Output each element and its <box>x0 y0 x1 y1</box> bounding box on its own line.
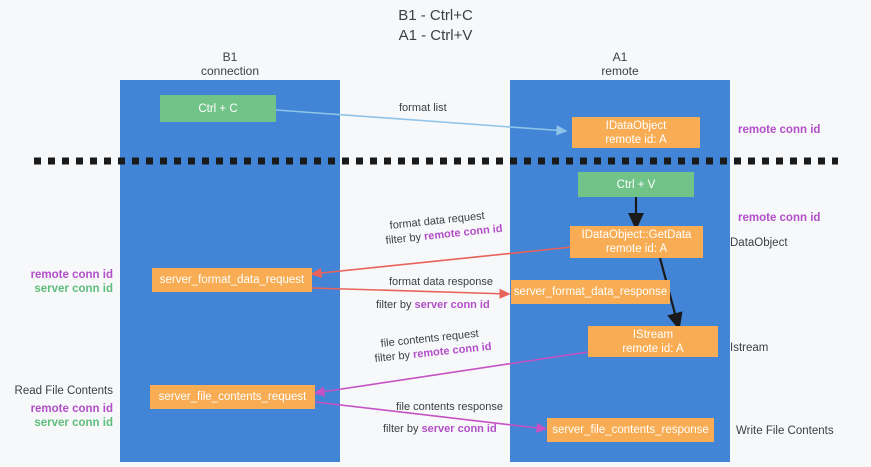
column-header-b1-sub: connection <box>200 64 260 78</box>
node-getdata-line2: remote id: A <box>605 243 668 255</box>
column-header-b1: B1 connection <box>120 50 340 78</box>
edge-label-file-contents-response-filter: filter by server conn id <box>383 422 497 436</box>
filter-prefix: filter by <box>383 423 422 435</box>
node-server-format-data-response[interactable]: server_format_data_response <box>511 280 670 304</box>
annotation-left-server-conn-id-2: server conn id <box>34 417 113 429</box>
node-server-file-contents-request[interactable]: server_file_contents_request <box>150 385 315 409</box>
annotation-right-remote-conn-id-top: remote conn id <box>738 124 821 136</box>
node-ctrl-v[interactable]: Ctrl + V <box>578 172 694 197</box>
filter-prefix: filter by <box>376 299 415 311</box>
node-ctrl-c-label: Ctrl + C <box>198 102 238 115</box>
node-server-file-contents-response[interactable]: server_file_contents_response <box>547 418 714 442</box>
node-idataobject[interactable]: IDataObject remote id: A <box>572 117 700 148</box>
node-idataobject-getdata[interactable]: IDataObject::GetData remote id: A <box>570 226 703 258</box>
annotation-right-istream: Istream <box>730 342 769 354</box>
filter-key-server-conn-id: server conn id <box>414 299 490 311</box>
node-server-format-data-request-label: server_format_data_request <box>159 274 305 286</box>
annotation-right-write-file-contents: Write File Contents <box>736 425 834 437</box>
node-server-format-data-response-label: server_format_data_response <box>513 286 668 298</box>
node-ctrl-c[interactable]: Ctrl + C <box>160 95 276 122</box>
title-line-2: A1 - Ctrl+V <box>398 27 473 44</box>
annotation-left-remote-conn-id-2: remote conn id <box>30 403 113 415</box>
annotation-left-read-file-contents: Read File Contents <box>14 385 113 397</box>
column-header-b1-name: B1 <box>222 50 238 64</box>
annotation-right-dataobject: DataObject <box>730 237 788 249</box>
node-idataobject-line2: remote id: A <box>605 133 667 146</box>
node-server-file-contents-request-label: server_file_contents_request <box>158 391 307 403</box>
node-getdata-line1: IDataObject::GetData <box>581 229 692 241</box>
edge-label-file-contents-response: file contents response <box>396 401 504 413</box>
column-header-a1: A1 remote <box>510 50 730 78</box>
node-istream[interactable]: IStream remote id: A <box>588 326 718 357</box>
column-header-a1-name: A1 <box>612 50 628 64</box>
node-idataobject-line1: IDataObject <box>605 119 667 132</box>
node-istream-line1: IStream <box>632 328 674 341</box>
page-title: B1 - Ctrl+C A1 - Ctrl+V <box>0 6 871 46</box>
title-line-1: B1 - Ctrl+C <box>398 7 473 24</box>
edge-label-format-data-response: format data response <box>389 276 493 288</box>
annotation-right-remote-conn-id-mid: remote conn id <box>738 212 821 224</box>
filter-prefix: filter by <box>385 230 425 247</box>
annotation-left-server-conn-id-1: server conn id <box>34 283 113 295</box>
annotation-left-remote-conn-id-1: remote conn id <box>30 269 113 281</box>
node-istream-line2: remote id: A <box>622 342 684 355</box>
column-header-a1-sub: remote <box>601 64 639 78</box>
edge-label-format-data-response-filter: filter by server conn id <box>376 298 490 312</box>
node-ctrl-v-label: Ctrl + V <box>616 178 656 191</box>
filter-key-server-conn-id: server conn id <box>421 423 497 435</box>
filter-prefix: filter by <box>374 348 414 365</box>
edge-label-format-list: format list <box>399 102 447 114</box>
node-server-file-contents-response-label: server_file_contents_response <box>552 424 709 436</box>
node-server-format-data-request[interactable]: server_format_data_request <box>152 268 312 292</box>
